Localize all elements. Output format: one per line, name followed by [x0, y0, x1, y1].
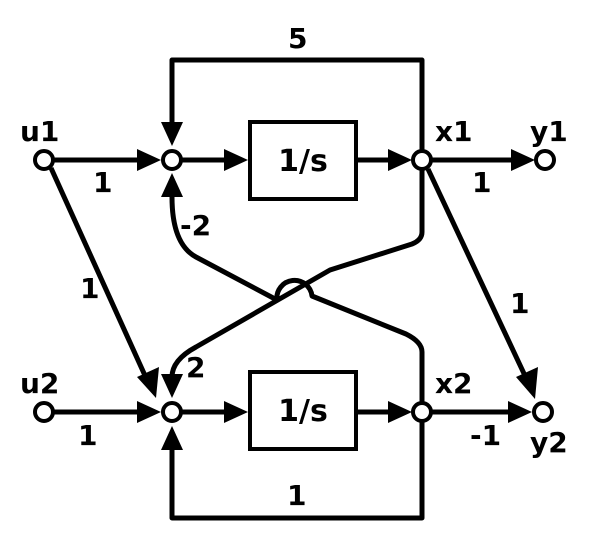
- node-sum2: [161, 401, 183, 423]
- edge-x1-y2: [425, 167, 530, 382]
- node-u2: [33, 401, 55, 423]
- gain-x1-sum2: 2: [186, 351, 205, 384]
- arrow-x1-y2: [516, 367, 538, 399]
- node-u1: [33, 149, 55, 171]
- gain-x1-y1: 1: [472, 166, 491, 199]
- node-label-x2: x2: [435, 367, 473, 400]
- integrator-block-lower: [248, 370, 358, 451]
- node-label-x1: x1: [435, 115, 473, 148]
- node-y2: [532, 401, 554, 423]
- gain-x2-sum1: -2: [180, 209, 211, 242]
- node-label-u1: u1: [20, 115, 59, 148]
- integrator-label-upper: 1/s: [278, 144, 328, 179]
- arrow-x2-feedback-sum2: [161, 426, 183, 450]
- arrow-sum1-block1: [224, 149, 248, 171]
- node-x1: [411, 149, 433, 171]
- integrator-block-upper: [248, 120, 358, 201]
- arrow-x1-feedback-sum1: [161, 122, 183, 146]
- arrow-block2-x2: [388, 401, 412, 423]
- node-label-y1: y1: [530, 115, 568, 148]
- arrow-u1-sum1: [137, 149, 161, 171]
- node-label-u2: u2: [20, 367, 59, 400]
- edge-u1-sum2: [48, 166, 150, 382]
- gain-u1-sum2: 1: [80, 272, 99, 305]
- node-label-y2: y2: [530, 426, 568, 459]
- gain-u1-sum1: 1: [93, 166, 112, 199]
- gain-x1-feedback-sum1: 5: [288, 22, 307, 55]
- edge-x1-feedback-sum1: [169, 57, 425, 150]
- arrow-x1-y1: [511, 149, 535, 171]
- edge-x2-feedback-sum2: [169, 422, 425, 521]
- integrator-label-lower: 1/s: [278, 394, 328, 429]
- arrow-u2-sum2: [137, 401, 161, 423]
- gain-u2-sum2: 1: [78, 419, 97, 452]
- arrow-block1-x1: [388, 149, 412, 171]
- node-x2: [411, 401, 433, 423]
- edge-x2-sum1: [169, 196, 425, 402]
- arrow-x2-sum1: [161, 173, 183, 197]
- node-sum1: [161, 149, 183, 171]
- gain-x2-y2: -1: [470, 419, 501, 452]
- arrow-x1-sum2: [161, 374, 183, 398]
- arrow-x2-y2: [508, 401, 532, 423]
- arrow-sum2-block2: [224, 401, 248, 423]
- arrow-u1-sum2: [137, 367, 159, 398]
- edge-x1-sum2: [169, 170, 425, 378]
- gain-x1-y2: 1: [510, 287, 529, 320]
- gain-x2-feedback-sum2: 1: [287, 479, 306, 512]
- node-y1: [534, 149, 556, 171]
